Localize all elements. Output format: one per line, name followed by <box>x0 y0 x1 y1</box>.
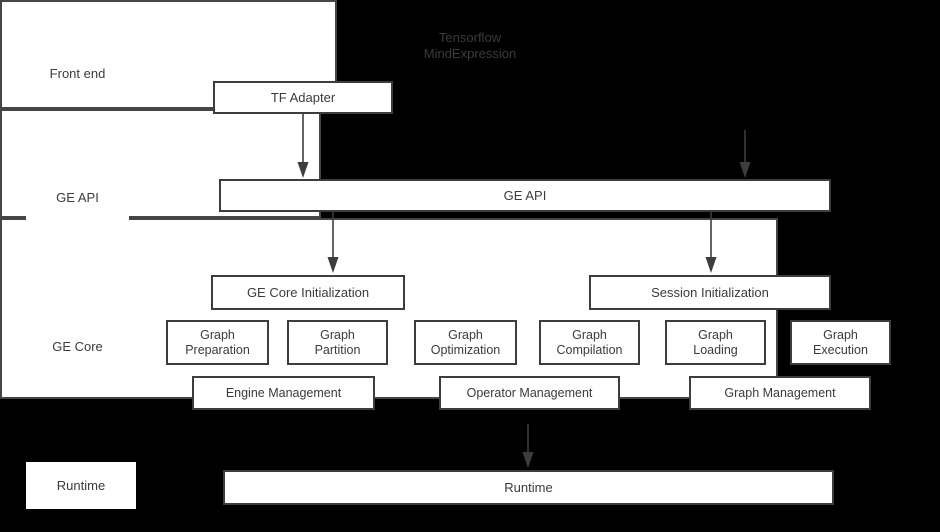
stage-label-ge-core-text: GE Core <box>52 338 103 354</box>
manager-engine-management-label: Engine Management <box>225 385 342 400</box>
runtime-bar: Runtime <box>223 470 834 505</box>
manager-operator-management: Operator Management <box>439 376 620 410</box>
stage-label-front-end: Front end <box>26 51 129 96</box>
arrow-ge-api-to-session-initialization <box>704 212 724 275</box>
module-graph-preparation: Graph Preparation <box>166 320 269 365</box>
module-graph-compilation-line1: Graph <box>572 327 607 342</box>
runtime-label: Runtime <box>504 479 553 495</box>
module-graph-optimization-line1: Graph <box>448 327 483 342</box>
module-graph-optimization: Graph Optimization <box>414 320 517 365</box>
tf-adapter-box: TF Adapter <box>213 81 393 114</box>
module-graph-execution: Graph Execution <box>790 320 891 365</box>
stage-label-runtime: Runtime <box>26 462 136 509</box>
module-graph-compilation: Graph Compilation <box>539 320 640 365</box>
session-initialization-label: Session Initialization <box>651 284 769 300</box>
module-graph-execution-line1: Graph <box>823 327 858 342</box>
manager-engine-management: Engine Management <box>192 376 375 410</box>
module-graph-preparation-line1: Graph <box>200 327 235 342</box>
arrow-tf-adapter-to-ge-api <box>296 114 316 180</box>
module-graph-loading: Graph Loading <box>665 320 766 365</box>
module-graph-partition-line1: Graph <box>320 327 355 342</box>
module-graph-loading-line1: Graph <box>698 327 733 342</box>
stage-label-ge-api: GE API <box>26 175 129 220</box>
manager-graph-management: Graph Management <box>689 376 871 410</box>
module-graph-loading-line2: Loading <box>693 342 738 357</box>
session-initialization-box: Session Initialization <box>589 275 831 310</box>
module-graph-partition-line2: Partition <box>314 342 361 357</box>
arrow-mindexpression-to-ge-api <box>738 130 758 180</box>
arrow-ge-api-to-ge-core-initialization <box>326 212 346 275</box>
tensorflow-label: Tensorflow <box>438 30 502 45</box>
manager-operator-management-label: Operator Management <box>466 385 593 400</box>
stage-label-front-end-text: Front end <box>49 65 106 81</box>
module-graph-preparation-line2: Preparation <box>185 342 250 357</box>
ge-core-initialization-box: GE Core Initialization <box>211 275 405 310</box>
mindexpression-label: MindExpression <box>423 46 517 61</box>
stage-label-ge-core: GE Core <box>26 324 129 369</box>
module-graph-optimization-line2: Optimization <box>430 342 501 357</box>
manager-graph-management-label: Graph Management <box>724 385 836 400</box>
ge-api-bar: GE API <box>219 179 831 212</box>
stage-label-ge-api-text: GE API <box>56 189 99 205</box>
module-graph-compilation-line2: Compilation <box>556 342 623 357</box>
ge-core-initialization-label: GE Core Initialization <box>246 284 370 300</box>
tf-adapter-label: TF Adapter <box>270 89 336 105</box>
ge-api-label: GE API <box>503 187 547 203</box>
module-graph-execution-line2: Execution <box>813 342 868 357</box>
module-graph-partition: Graph Partition <box>287 320 388 365</box>
stage-label-runtime-text: Runtime <box>56 477 106 493</box>
arrow-ge-core-to-runtime <box>521 424 541 470</box>
